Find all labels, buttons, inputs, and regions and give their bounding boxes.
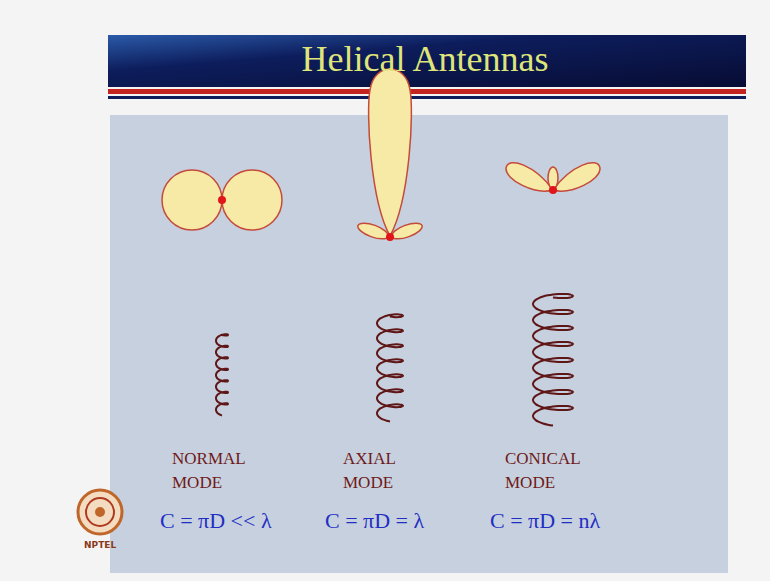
mode-label: CONICAL MODE [505,447,595,495]
formula: C = πD = nλ [490,508,600,534]
navy-rule [108,96,746,99]
mode-label: NORMAL MODE [172,447,262,495]
red-rule [108,89,746,94]
helix [533,294,573,426]
mode-label: AXIAL MODE [343,447,433,495]
normal-pattern [162,170,282,230]
axial-pattern [356,69,424,242]
conical-pattern [506,163,600,194]
logo-text: NPTEL [84,540,116,550]
title-bar [108,35,746,87]
nptel-logo [78,490,122,534]
slide-title: Helical Antennas [125,38,725,80]
panel [110,115,728,573]
helix [216,334,228,415]
helix-coils [216,294,573,426]
formula: C = πD = λ [325,508,424,534]
formula: C = πD << λ [160,508,272,534]
helix [377,314,403,421]
